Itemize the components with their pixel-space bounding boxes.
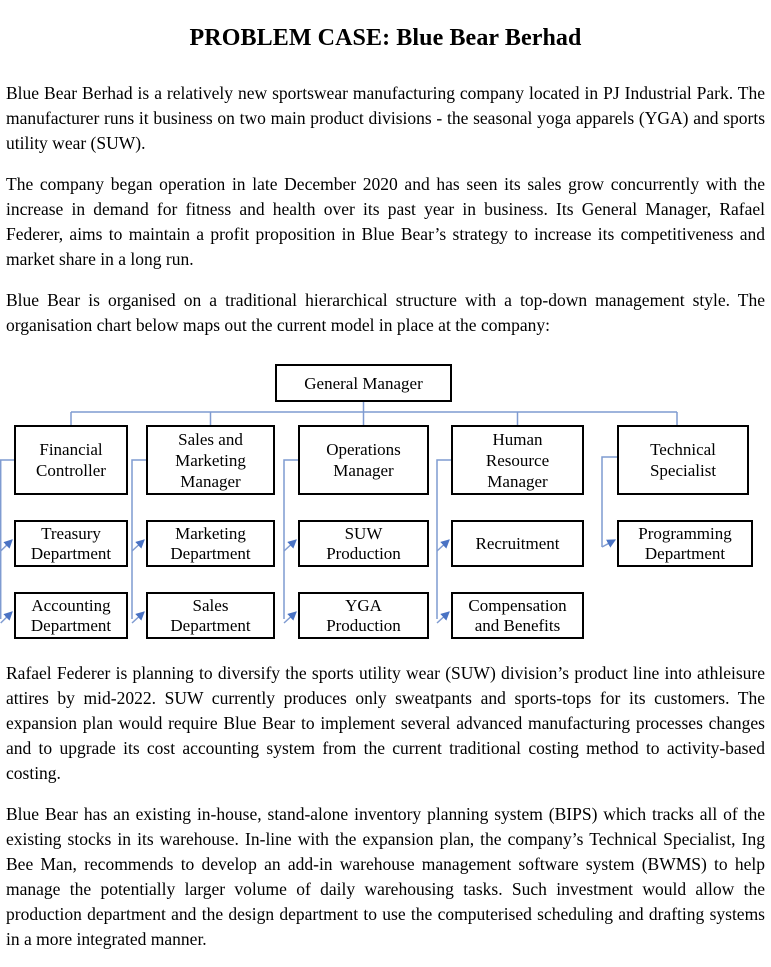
org-node-general-manager: General Manager — [275, 364, 452, 402]
org-chart: General Manager Financial Controller Sal… — [0, 354, 759, 649]
org-node-marketing-department: Marketing Department — [146, 520, 275, 567]
connector-elbow-financial — [0, 459, 14, 619]
connector-arrow-suw — [283, 539, 297, 552]
connector-arrow-programming — [601, 539, 617, 548]
connector-elbow-operations — [283, 459, 298, 619]
paragraph-intro: Blue Bear Berhad is a relatively new spo… — [6, 83, 765, 153]
org-node-hr-manager: Human Resource Manager — [451, 425, 584, 495]
connector-elbow-technical — [601, 456, 617, 547]
paragraph-expansion: Rafael Federer is planning to diversify … — [6, 663, 765, 783]
connector-arrow-sales — [131, 611, 145, 624]
org-node-compensation-benefits: Compensation and Benefits — [451, 592, 584, 639]
connector-arrow-treasury — [0, 539, 13, 552]
connector-elbow-sales-marketing — [131, 459, 146, 619]
org-chart-connectors — [0, 402, 678, 624]
connector-arrow-compensation — [436, 611, 450, 624]
org-node-recruitment: Recruitment — [451, 520, 584, 567]
connector-arrow-recruitment — [436, 539, 450, 552]
paragraph-bips: Blue Bear has an existing in-house, stan… — [6, 804, 765, 949]
org-node-programming-department: Programming Department — [617, 520, 753, 567]
org-node-suw-production: SUW Production — [298, 520, 429, 567]
org-node-yga-production: YGA Production — [298, 592, 429, 639]
connector-arrow-marketing — [131, 539, 145, 552]
paragraph-operations: The company began operation in late Dece… — [6, 174, 765, 269]
paragraph-structure: Blue Bear is organised on a traditional … — [6, 290, 765, 335]
connector-elbow-hr — [436, 459, 451, 619]
org-node-accounting-department: Accounting Department — [14, 592, 128, 639]
org-node-financial-controller: Financial Controller — [14, 425, 128, 495]
org-node-operations-manager: Operations Manager — [298, 425, 429, 495]
document-page: PROBLEM CASE: Blue Bear Berhad Blue Bear… — [0, 25, 771, 952]
org-node-sales-marketing-manager: Sales and Marketing Manager — [146, 425, 275, 495]
org-node-sales-department: Sales Department — [146, 592, 275, 639]
page-title: PROBLEM CASE: Blue Bear Berhad — [189, 25, 582, 51]
connector-arrow-accounting — [0, 611, 13, 624]
org-node-treasury-department: Treasury Department — [14, 520, 128, 567]
org-node-technical-specialist: Technical Specialist — [617, 425, 749, 495]
connector-arrow-yga — [283, 611, 297, 624]
